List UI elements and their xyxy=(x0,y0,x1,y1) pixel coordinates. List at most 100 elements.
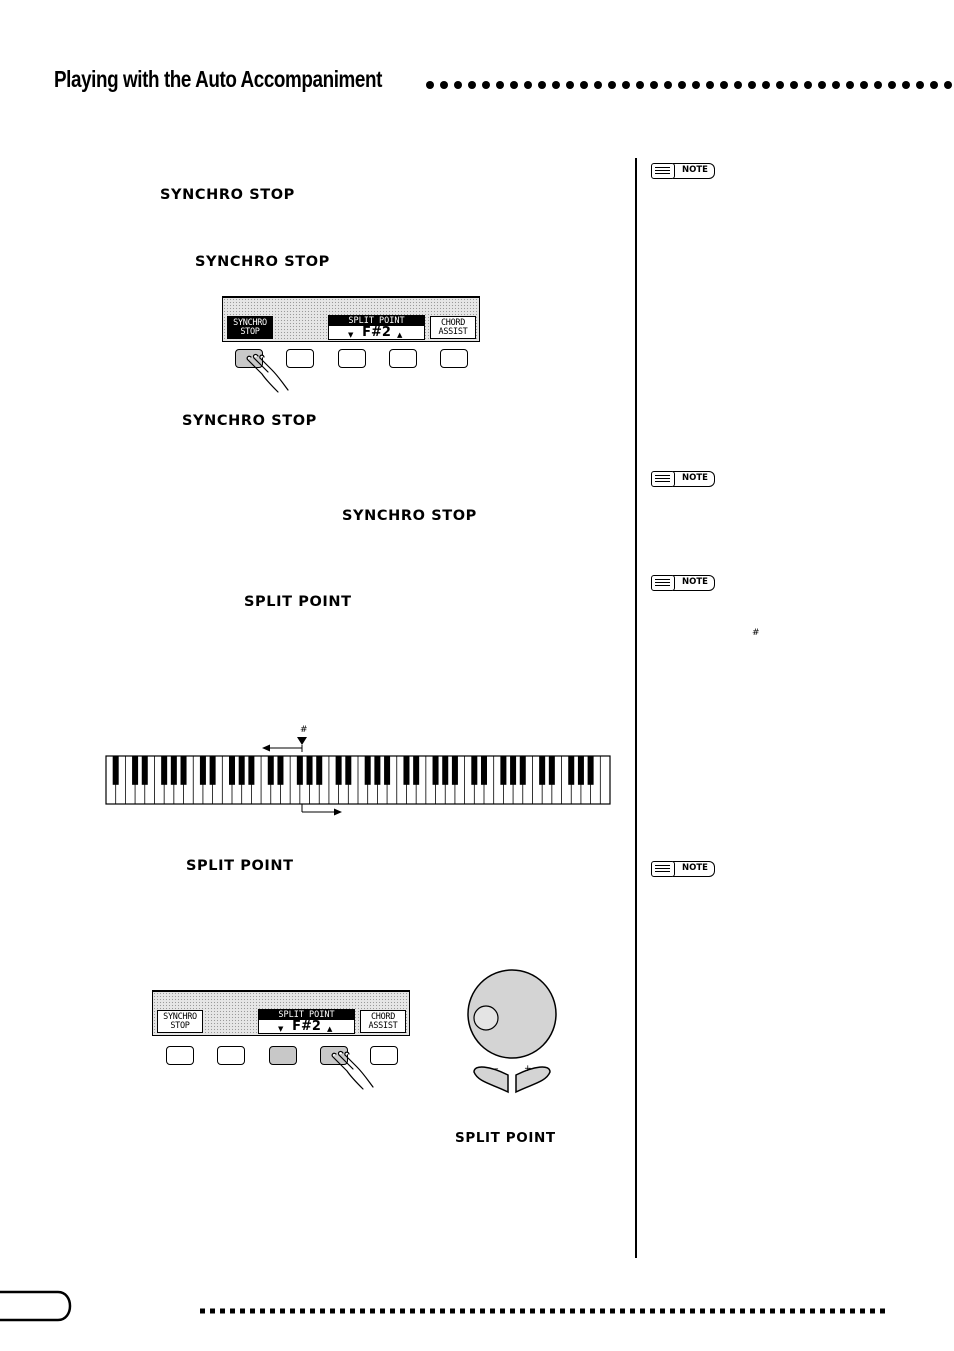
lcd-split-value: F#2 xyxy=(362,325,391,340)
black-key xyxy=(519,756,526,785)
header-dot-rule xyxy=(426,81,952,89)
lcd-split-header: SPLIT POINT xyxy=(259,1010,354,1020)
note-badge-label: NOTE xyxy=(673,163,715,179)
black-key xyxy=(345,756,352,785)
data-dial-assembly: – + xyxy=(467,969,557,1094)
pressing-hand-icon xyxy=(246,353,289,393)
note-document-icon xyxy=(651,471,675,487)
lcd-box-line: SYNCHRO xyxy=(233,318,267,328)
function-button-5[interactable] xyxy=(440,349,468,368)
black-key xyxy=(170,756,177,785)
black-key xyxy=(577,756,584,785)
black-key xyxy=(248,756,255,785)
function-button-5[interactable] xyxy=(370,1046,398,1065)
right-arrow-icon xyxy=(334,808,342,816)
black-key xyxy=(209,756,216,785)
black-key xyxy=(161,756,168,785)
black-key xyxy=(384,756,391,785)
black-key xyxy=(568,756,575,785)
pressing-hand-icon xyxy=(331,1050,374,1090)
black-key xyxy=(316,756,323,785)
lcd-split-point-box: SPLIT POINT ▼ F#2 ▲ xyxy=(258,1009,355,1034)
lcd-synchro-stop-box: SYNCHRO STOP xyxy=(227,316,273,339)
label-synchro-stop: SYNCHRO STOP xyxy=(182,413,317,429)
function-button-1[interactable] xyxy=(166,1046,194,1065)
black-key xyxy=(432,756,439,785)
function-button-3[interactable] xyxy=(338,349,366,368)
lcd-split-point-box: SPLIT POINT ▼ F#2 ▲ xyxy=(328,315,425,340)
label-synchro-stop: SYNCHRO STOP xyxy=(342,508,477,524)
lcd-split-header: SPLIT POINT xyxy=(329,316,424,326)
down-triangle-icon: ▼ xyxy=(348,331,354,339)
black-key xyxy=(374,756,381,785)
black-key xyxy=(510,756,517,785)
note-document-icon xyxy=(651,575,675,591)
up-triangle-icon: ▲ xyxy=(397,331,403,339)
label-split-point: SPLIT POINT xyxy=(186,858,294,874)
black-key xyxy=(500,756,507,785)
lcd-box-line: SYNCHRO xyxy=(163,1012,197,1022)
black-key xyxy=(548,756,555,785)
note-document-icon xyxy=(651,163,675,179)
keyboard-keys xyxy=(105,755,611,805)
black-key xyxy=(335,756,342,785)
note-badge-label: NOTE xyxy=(673,575,715,591)
function-button-2[interactable] xyxy=(217,1046,245,1065)
decrement-button[interactable] xyxy=(473,1066,509,1094)
function-button-2[interactable] xyxy=(286,349,314,368)
label-split-point: SPLIT POINT xyxy=(244,594,352,610)
function-button-3[interactable] xyxy=(269,1046,297,1065)
black-key xyxy=(132,756,139,785)
plus-label: + xyxy=(524,1064,532,1074)
note-document-icon xyxy=(651,861,675,877)
black-key xyxy=(442,756,449,785)
lcd-split-value: F#2 xyxy=(292,1019,321,1034)
black-key xyxy=(199,756,206,785)
black-key xyxy=(228,756,236,785)
lcd-screen: SYNCHRO STOP SPLIT POINT ▼ F#2 ▲ CHORD A… xyxy=(152,990,410,1036)
lcd-chord-assist-box: CHORD ASSIST xyxy=(430,316,476,339)
sharp-symbol: # xyxy=(752,628,760,638)
black-key xyxy=(471,756,478,785)
lcd-box-line: CHORD xyxy=(440,318,466,328)
up-triangle-icon: ▲ xyxy=(327,1025,333,1033)
black-key xyxy=(141,756,148,785)
left-arrow-icon xyxy=(262,744,270,752)
black-key xyxy=(306,756,313,785)
black-key xyxy=(238,756,245,785)
increment-button[interactable] xyxy=(515,1066,551,1094)
black-key xyxy=(364,756,371,785)
function-button-4[interactable] xyxy=(389,349,417,368)
note-badge: NOTE xyxy=(651,860,715,878)
black-key xyxy=(587,756,594,785)
label-synchro-stop: SYNCHRO STOP xyxy=(160,187,295,203)
black-key xyxy=(180,756,187,785)
keyboard-split-diagram: # xyxy=(105,725,611,816)
black-key xyxy=(413,756,420,785)
lcd-box-line: CHORD xyxy=(370,1012,396,1022)
label-synchro-stop: SYNCHRO STOP xyxy=(195,254,330,270)
down-triangle-icon: ▼ xyxy=(278,1025,284,1033)
black-key xyxy=(539,756,546,785)
data-dial[interactable] xyxy=(467,969,557,1059)
lcd-box-line: ASSIST xyxy=(438,327,468,337)
dial-finger-grip xyxy=(473,1005,499,1031)
split-point-marker-icon xyxy=(297,737,307,745)
black-key xyxy=(480,756,488,785)
lcd-box-line: ASSIST xyxy=(368,1021,398,1031)
lcd-box-line: STOP xyxy=(240,327,260,337)
minus-label: – xyxy=(494,1064,499,1074)
note-badge: NOTE xyxy=(651,470,715,488)
sidebar-divider xyxy=(635,158,637,1258)
note-badge: NOTE xyxy=(651,162,715,180)
note-badge-label: NOTE xyxy=(673,861,715,877)
label-split-point: SPLIT POINT xyxy=(455,1130,556,1146)
footer-dash-rule xyxy=(200,1308,890,1314)
lcd-chord-assist-box: CHORD ASSIST xyxy=(360,1010,406,1033)
page-number-tab xyxy=(0,1290,72,1322)
lcd-panel-synchro-stop: SYNCHRO STOP SPLIT POINT ▼ F#2 ▲ CHORD A… xyxy=(222,296,480,396)
black-key xyxy=(112,756,119,785)
black-key xyxy=(451,756,458,785)
black-key xyxy=(296,756,303,785)
page-header-title: Playing with the Auto Accompaniment xyxy=(54,66,382,92)
